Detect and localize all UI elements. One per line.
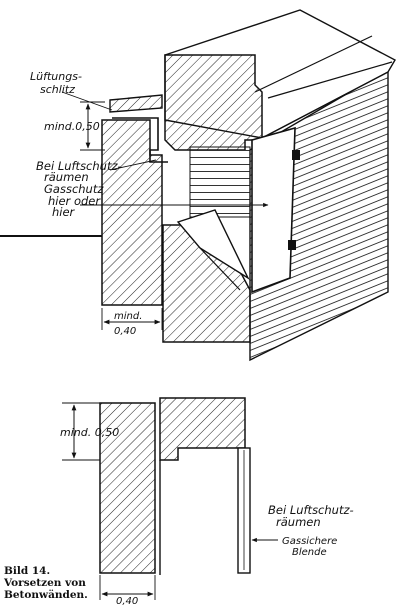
door-hinge [288,240,296,250]
door-hinge [292,150,300,160]
left-wall-section [101,119,163,306]
note-line-2: räumen [44,170,89,184]
dim-label-width-lower: 0,40 [116,596,138,607]
dim-label-width-value: 0,40 [114,326,136,337]
window-ledge [109,94,163,113]
note-line-1: Bei Luftschutz- [36,159,122,173]
caption-line-1: Bild 14. [4,565,50,577]
label-lueftungsschlitz-2: schlitz [40,83,75,96]
figure-caption: Bild 14. Vorsetzen von Betonwänden. [3,565,88,601]
window-opening [189,146,251,218]
note-line-4: hier oder [48,194,101,208]
note-lower-line-2: räumen [276,515,321,529]
caption-line-3: Betonwänden. [4,589,88,601]
note-lower-line-1: Bei Luftschutz- [268,503,354,517]
dim-label-width: mind. [114,311,142,322]
note-lower-line-4: Blende [292,547,327,558]
note-lower-line-3: Gassichere [282,536,337,547]
window-sill [176,209,250,280]
lower-diagram: mind. 0,50 Bei Luftschutz- räumen Gassic… [60,397,354,607]
label-lueftungsschlitz-1: Lüftungs- [30,70,82,83]
dim-label-height-lower: mind. 0,50 [60,426,119,439]
dim-label-height: mind.0,50 [44,120,100,133]
caption-line-2: Vorsetzen von [3,577,86,589]
beam-section-hatched [164,54,263,151]
left-wall-column [99,402,156,574]
note-line-5: hier [52,205,76,219]
gas-protection-door [251,126,296,294]
upper-beam-block [159,397,246,461]
ventilation-slit [112,117,168,163]
note-line-3: Gasschutz [44,182,104,196]
upper-diagram: Lüftungs- schlitz mind.0,50 Bei Luftschu… [0,9,396,362]
